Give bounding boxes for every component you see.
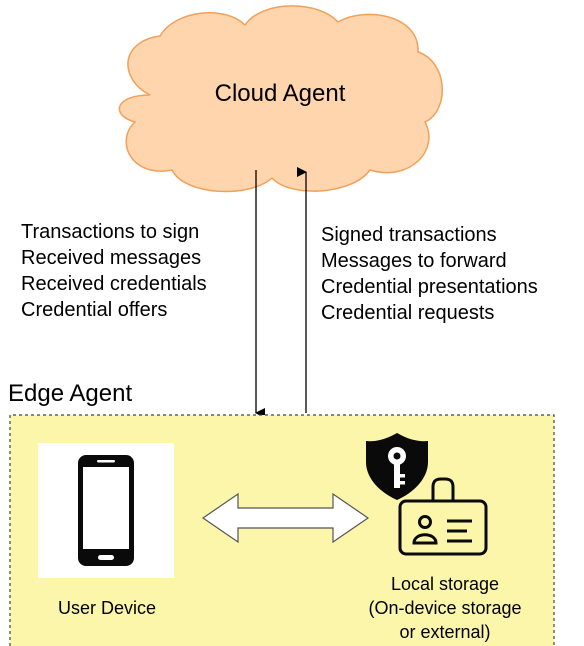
list-item: Credential presentations <box>321 276 538 298</box>
list-item: Received credentials <box>21 273 207 295</box>
list-item: Received messages <box>21 247 202 269</box>
edge-agent-label: Edge Agent <box>8 380 133 407</box>
storage-caption-line: Local storage <box>390 574 500 594</box>
cloud-shape <box>118 5 444 193</box>
list-item: Credential offers <box>21 299 168 321</box>
smartphone-icon <box>78 455 134 566</box>
list-item: Messages to forward <box>321 250 507 272</box>
list-item: Credential requests <box>321 302 495 324</box>
list-item: Transactions to sign <box>21 221 200 243</box>
local-storage-label: Local storage (On-device storage or exte… <box>340 572 550 644</box>
sync-double-arrow <box>201 492 370 544</box>
cloud-to-edge-list: Transactions to sign Received messages R… <box>21 219 207 323</box>
storage-caption-line: (On-device storage <box>368 598 522 618</box>
cloud-agent-label: Cloud Agent <box>214 80 346 107</box>
user-device-label: User Device <box>57 598 157 618</box>
id-badge-icon <box>398 477 488 556</box>
edge-to-cloud-list: Signed transactions Messages to forward … <box>321 222 538 326</box>
storage-caption-line: or external) <box>399 622 491 642</box>
list-item: Signed transactions <box>321 224 497 246</box>
shield-key-icon <box>366 433 428 500</box>
user-device-panel <box>38 443 174 578</box>
